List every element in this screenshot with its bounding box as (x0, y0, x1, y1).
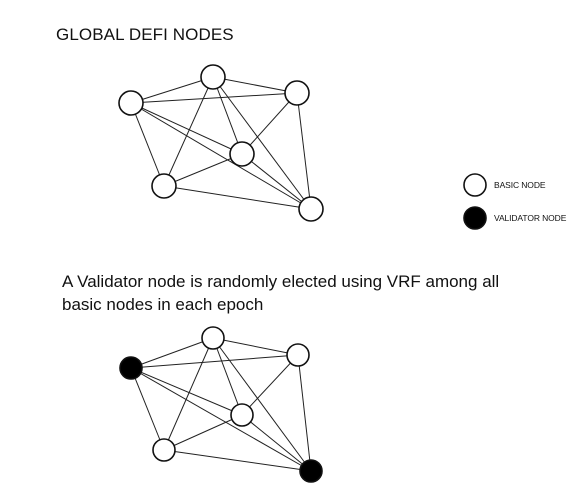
basic-node-n2 (200, 64, 226, 90)
edge-n2-n3 (212, 76, 298, 94)
edge-n4-n5 (163, 414, 243, 451)
edge-n5-n6 (163, 449, 312, 472)
edge-n2-n6 (212, 337, 312, 472)
edge-n2-n3 (212, 337, 299, 356)
basic-node-n3 (286, 343, 310, 367)
edge-n3-n6 (296, 92, 312, 210)
edge-n5-n6 (163, 185, 312, 210)
basic-node-n6 (298, 196, 324, 222)
validator-node-n6 (299, 459, 323, 483)
edge-n4-n6 (241, 414, 312, 472)
edge-n2-n4 (212, 337, 243, 416)
edge-n1-n3 (130, 354, 299, 369)
edge-n3-n4 (241, 92, 298, 155)
edge-n1-n5 (130, 102, 165, 187)
basic-node-n1 (118, 90, 144, 116)
basic-node-n5 (152, 438, 176, 462)
edge-n1-n4 (130, 367, 243, 416)
legend-validator-node-icon (463, 206, 487, 230)
edge-n1-n5 (130, 367, 165, 451)
validator-node-n1 (119, 356, 143, 380)
legend-basic-label: BASIC NODE (494, 180, 546, 190)
edge-n1-n2 (130, 76, 214, 104)
basic-node-n3 (284, 80, 310, 106)
legend-basic-node-icon (463, 173, 487, 197)
basic-node-n4 (230, 403, 254, 427)
legend-validator-label: VALIDATOR NODE (494, 213, 567, 223)
edge-n1-n6 (130, 367, 312, 472)
edge-n2-n4 (212, 76, 243, 155)
edge-n1-n3 (130, 92, 298, 104)
edge-n4-n6 (241, 153, 312, 210)
edge-n1-n4 (130, 102, 243, 155)
basic-node-n5 (151, 173, 177, 199)
edge-n2-n5 (163, 76, 214, 187)
validator-network-graph (119, 326, 323, 483)
diagram-title: GLOBAL DEFI NODES (56, 25, 234, 44)
basic-node-n2 (201, 326, 225, 350)
edge-n1-n2 (130, 337, 214, 369)
global-network-graph (118, 64, 324, 222)
edge-n3-n4 (241, 354, 299, 416)
basic-node-n4 (229, 141, 255, 167)
validator-description: A Validator node is randomly elected usi… (62, 272, 500, 314)
edge-n1-n6 (130, 102, 312, 210)
edge-n2-n6 (212, 76, 312, 210)
edge-n4-n5 (163, 153, 243, 187)
edge-n3-n6 (297, 354, 312, 472)
edge-n2-n5 (163, 337, 214, 451)
